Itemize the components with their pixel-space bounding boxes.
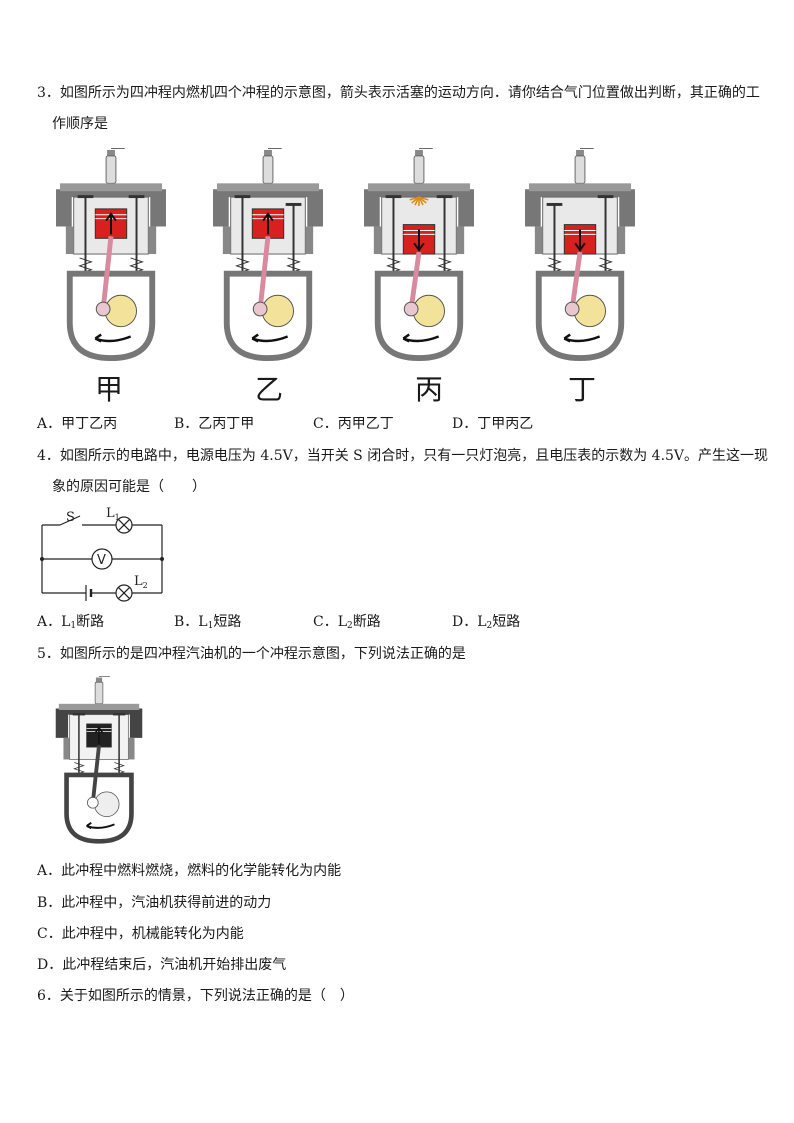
q3-option-b[interactable]: B．乙丙丁甲: [174, 416, 255, 432]
q6-text-line1: 6．关于如图所示的情景，下列说法正确的是（ ）: [37, 988, 354, 1004]
q3-option-d[interactable]: D．丁甲丙乙: [452, 416, 534, 432]
q4-text-line2: 象的原因可能是（ ）: [52, 479, 206, 495]
q3-option-a[interactable]: A．甲丁乙丙: [37, 416, 118, 432]
q3-text-line2: 作顺序是: [52, 116, 108, 132]
engine-label-ding: 丁: [568, 373, 597, 406]
engine-label-bing: 丙: [415, 373, 444, 406]
engine-diagram-1: [52, 147, 170, 368]
engine-diagram-4: [521, 147, 639, 368]
engine-diagram-2: [209, 147, 327, 368]
engine-label-yi: 乙: [255, 373, 284, 406]
q5-engine-figure: [40, 675, 158, 850]
q5-option-d[interactable]: D．此冲程结束后，汽油机开始排出废气: [37, 957, 287, 973]
q4-circuit-diagram: S L1 V L2: [40, 506, 164, 602]
q4-option-a[interactable]: A．L1断路: [37, 614, 105, 631]
q5-option-c[interactable]: C．此冲程中，机械能转化为内能: [37, 926, 244, 942]
q3-text-line1: 3．如图所示为四冲程内燃机四个冲程的示意图，箭头表示活塞的运动方向．请你结合气门…: [37, 85, 760, 101]
engine-diagram-3: [360, 147, 478, 368]
circuit-lamp2-label: L2: [134, 574, 148, 590]
q5-option-a[interactable]: A．此冲程中燃料燃烧，燃料的化学能转化为内能: [37, 863, 342, 879]
engine-label-jia: 甲: [95, 373, 124, 406]
q3-option-c[interactable]: C．丙甲乙丁: [313, 416, 394, 432]
q5-option-b[interactable]: B．此冲程中，汽油机获得前进的动力: [37, 895, 272, 911]
circuit-lamp1-label: L1: [106, 506, 120, 522]
circuit-switch-label: S: [66, 510, 75, 525]
q5-text-line1: 5．如图所示的是四冲程汽油机的一个冲程示意图，下列说法正确的是: [37, 646, 466, 662]
q4-option-d[interactable]: D．L2短路: [452, 614, 521, 631]
q4-option-c[interactable]: C．L2断路: [313, 614, 381, 631]
circuit-voltmeter-label: V: [97, 553, 106, 568]
q4-option-b[interactable]: B．L1短路: [174, 614, 242, 631]
q4-text-line1: 4．如图所示的电路中，电源电压为 4.5V，当开关 S 闭合时，只有一只灯泡亮，…: [37, 448, 769, 464]
